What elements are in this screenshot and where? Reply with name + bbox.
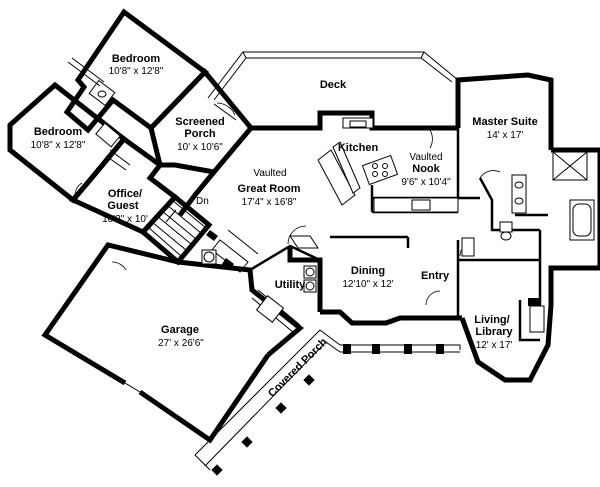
dining-size: 12'10" x 12' <box>342 279 393 290</box>
garage-name: Garage <box>161 324 199 336</box>
nook-size: 9'6" x 10'4" <box>401 177 451 188</box>
nook-name: Nook <box>412 163 440 175</box>
deck-outline <box>207 51 459 101</box>
bedroom-upper-size: 10'8" x 12'8" <box>109 66 164 77</box>
living-library-name-line1: Living/ <box>474 314 509 326</box>
master-suite-size: 14' x 17' <box>487 130 524 141</box>
stair-down-label: Dn <box>196 196 209 207</box>
living-library-name-line2: Library <box>475 326 513 338</box>
deck-name: Deck <box>320 79 347 91</box>
screened-porch-size: 10' x 10'6" <box>177 142 223 153</box>
garage-size: 27' x 26'6" <box>158 338 204 349</box>
office-guest-name-line2: Guest <box>107 200 139 212</box>
bedroom-left-size: 10'8" x 12'8" <box>31 140 86 151</box>
living-fireplace <box>518 298 545 342</box>
living-library-size: 12' x 17' <box>476 340 513 351</box>
great-room-vaulted: Vaulted <box>253 168 286 179</box>
kitchen-fixtures <box>317 117 459 213</box>
bedroom-upper-name: Bedroom <box>112 53 161 65</box>
dining-name: Dining <box>351 265 385 277</box>
bedroom-left-name: Bedroom <box>34 126 83 138</box>
utility-walls <box>249 225 321 293</box>
great-room-name: Great Room <box>238 183 301 195</box>
kitchen-name: Kitchen <box>338 142 379 154</box>
great-room-size: 17'4" x 16'8" <box>242 197 297 208</box>
stairs <box>139 193 213 266</box>
screened-porch-name-line2: Porch <box>184 128 215 140</box>
office-guest-size: 10'2" x 10' <box>102 214 148 225</box>
office-guest-name-line1: Office/ <box>108 188 142 200</box>
utility-name: Utility <box>275 279 306 291</box>
entry-name: Entry <box>421 270 450 282</box>
screened-porch-name-line1: Screened <box>175 116 225 128</box>
nook-vaulted: Vaulted <box>409 152 442 163</box>
office-guest-walls <box>68 135 179 236</box>
covered-porch <box>194 329 461 476</box>
garage-walls <box>41 242 304 444</box>
master-suite-name: Master Suite <box>472 116 537 128</box>
master-bath-fixtures <box>461 151 595 257</box>
